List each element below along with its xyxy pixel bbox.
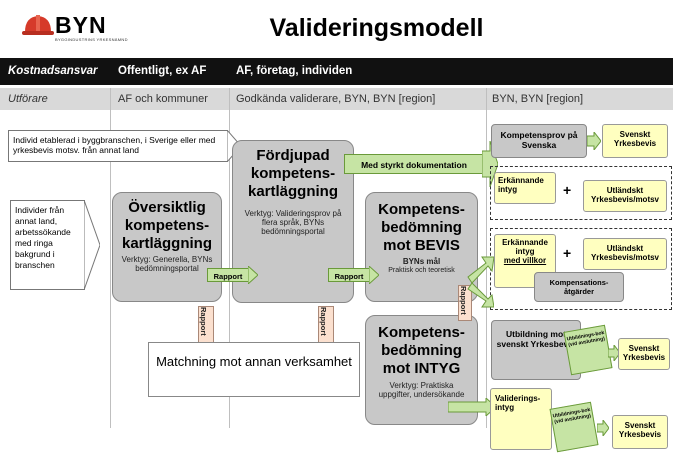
header-af-foretag: AF, företag, individen — [236, 65, 353, 77]
erkannande-intyg-label: Erkännande intyg — [502, 238, 548, 256]
note-individ-etablerad: Individ etablerad i byggbranschen, i Sve… — [8, 130, 228, 162]
rapport-label: Rapport — [459, 286, 468, 315]
erkannande-intyg-box: Erkännande intyg — [494, 172, 556, 204]
intyg-title: Kompetens-bedömning mot INTYG — [378, 324, 465, 377]
rapport-label: Rapport — [328, 268, 370, 282]
matchning-box: Matchning mot annan verksamhet — [148, 342, 360, 397]
kompensationsatgarder-box: Kompensations-åtgärder — [534, 272, 624, 302]
header-offentligt: Offentligt, ex AF — [118, 65, 207, 77]
oversiktlig-title: Översiktlig kompetens-kartläggning — [121, 199, 212, 252]
utbildningsbok-box: Utbildnings-bok (vid avslutning) — [549, 401, 599, 453]
intyg-tool: Verktyg: Praktiska uppgifter, undersökan… — [378, 381, 465, 399]
header-kostnadsansvar: Kostnadsansvar — [8, 65, 98, 77]
utbildning-mot-box: Utbildning mot svenskt Yrkesbevis — [491, 320, 581, 380]
arrow-right-icon — [248, 266, 258, 284]
sub-af-kommuner: AF och kommuner — [118, 93, 208, 105]
bevis-mal: BYNs mål — [402, 257, 441, 266]
arrow-right-icon — [84, 200, 100, 290]
bevis-title: Kompetens-bedömning mot BEVIS — [378, 201, 465, 254]
arrow-right-icon — [597, 420, 609, 436]
helmet-logo-icon — [22, 15, 54, 35]
erkannande-intyg-villkor-box: Erkännande intyg med villkor — [494, 234, 556, 288]
fordjupad-tool: Verktyg: Valideringsprov på flera språk,… — [244, 209, 342, 236]
divider — [229, 88, 230, 428]
med-villkor-label: med villkor — [503, 256, 547, 265]
utlandskt-yrkesbevis-box: Utländskt Yrkesbevis/motsv — [583, 238, 667, 270]
oversiktlig-tool: Verktyg: Generella, BYNs bedömningsporta… — [121, 255, 213, 273]
header-row: Kostnadsansvar Offentligt, ex AF AF, för… — [0, 58, 673, 85]
arrow-right-icon — [608, 345, 620, 361]
bevis-box: Kompetens-bedömning mot BEVIS BYNs mål P… — [365, 192, 478, 302]
utlandskt-yrkesbevis-box: Utländskt Yrkesbevis/motsv — [583, 180, 667, 212]
utbildningsbok-box: Utbildnings-bok (vid avslutning) — [563, 324, 613, 376]
kompetensprov-box: Kompetensprov på Svenska — [491, 124, 587, 158]
valideringsintyg-box: Validerings-intyg — [490, 388, 552, 450]
arrow-right-icon — [587, 132, 601, 150]
svenskt-yrkesbevis-box: Svenskt Yrkesbevis — [618, 338, 670, 370]
rapport-label: Rapport — [199, 307, 208, 336]
rapport-label: Rapport — [319, 307, 328, 336]
svenskt-yrkesbevis-box: Svenskt Yrkesbevis — [602, 124, 668, 158]
arrow-right-icon — [369, 266, 379, 284]
rapport-arrow-down: Rapport — [458, 285, 472, 321]
divider — [110, 88, 111, 428]
dashed-group — [490, 166, 672, 220]
page-title: Valideringsmodell — [269, 14, 484, 42]
fordjupad-title: Fördjupad kompetens-kartläggning — [247, 147, 338, 200]
logo-subtitle: BYGGINDUSTRINS YRKESNÄMND — [55, 37, 128, 42]
med-styrkt-dokumentation: Med styrkt dokumentation — [344, 154, 484, 174]
arrow-up-right-icon — [467, 256, 494, 308]
rapport-arrow-down: Rapport — [318, 306, 334, 350]
sub-godkanda: Godkända validerare, BYN, BYN [region] — [236, 93, 436, 105]
sub-byn-region: BYN, BYN [region] — [492, 93, 584, 105]
sub-utforare: Utförare — [8, 93, 48, 105]
svenskt-yrkesbevis-box: Svenskt Yrkesbevis — [612, 415, 668, 449]
rapport-label: Rapport — [207, 268, 249, 282]
bevis-praktisk: Praktisk och teoretisk — [388, 267, 455, 274]
plus-sign: + — [563, 245, 572, 261]
arrow-right-icon — [448, 398, 496, 416]
logo-text: BYN — [55, 12, 107, 38]
note-individer-fran: Individer från annat land, arbetssökande… — [10, 200, 85, 290]
intyg-box: Kompetens-bedömning mot INTYG Verktyg: P… — [365, 315, 478, 425]
sub-row: Utförare AF och kommuner Godkända valide… — [0, 88, 673, 110]
plus-sign: + — [563, 182, 572, 198]
oversiktlig-box: Översiktlig kompetens-kartläggning Verkt… — [112, 192, 222, 302]
